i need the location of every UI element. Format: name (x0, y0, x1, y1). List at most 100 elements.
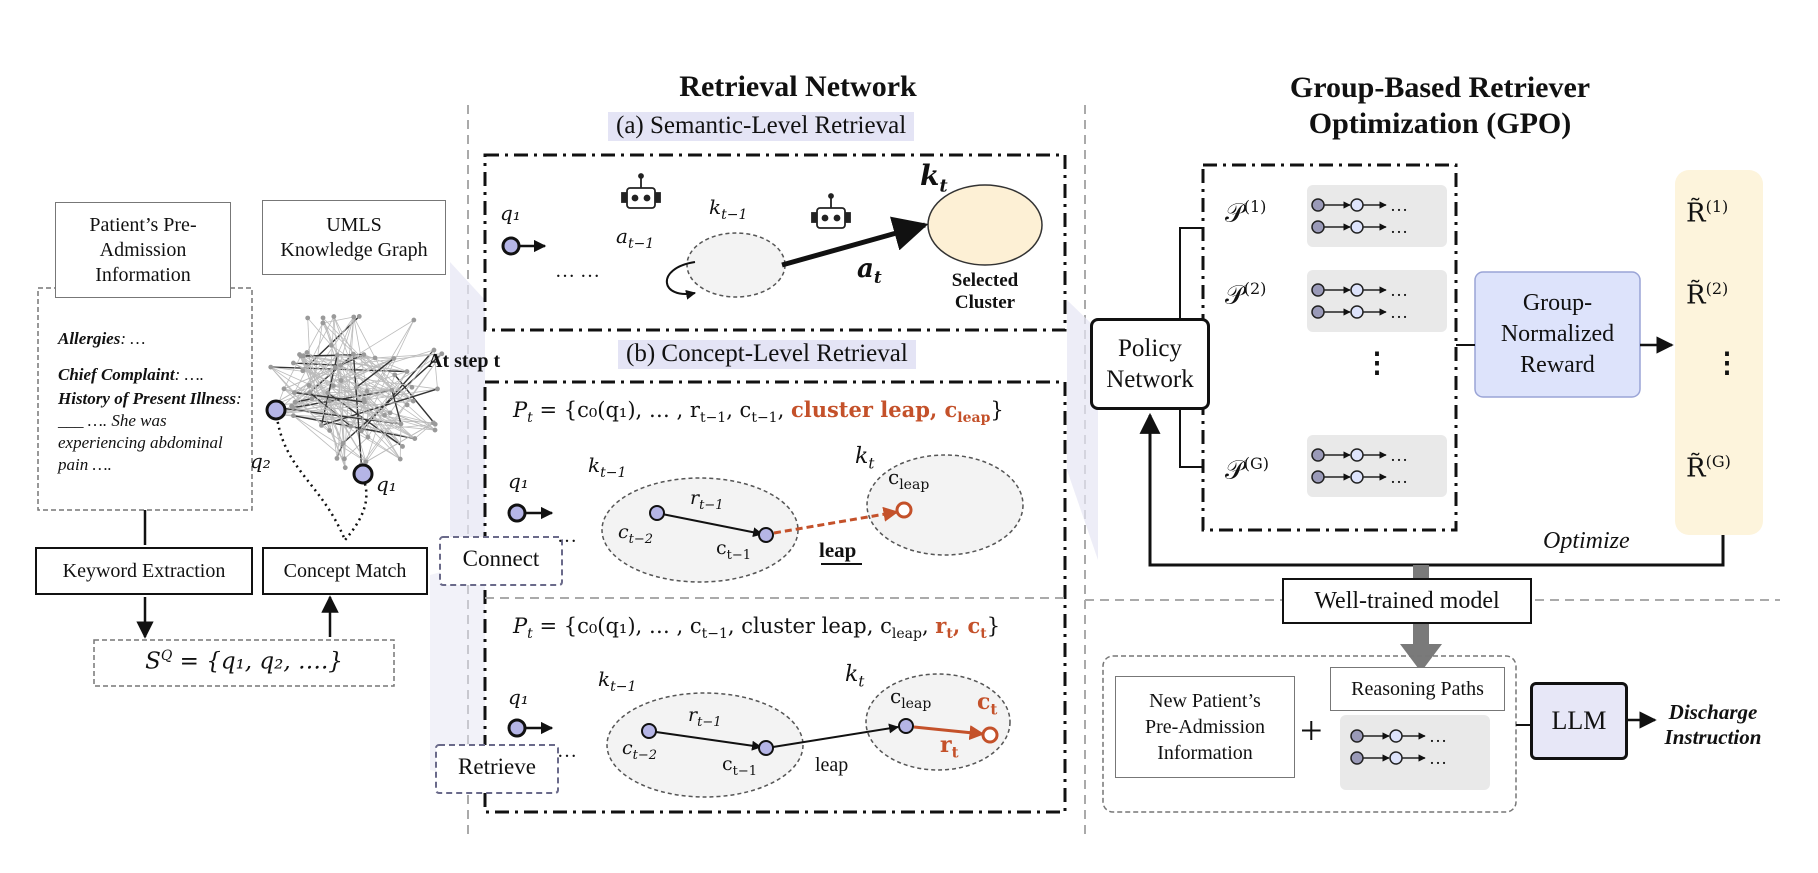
graph-node (398, 421, 404, 427)
path-node-icon (1389, 751, 1403, 765)
kg-box: UMLS Knowledge Graph (262, 200, 446, 275)
patient-record-text: Allergies: … Chief Complaint: …. History… (58, 329, 242, 475)
graph-edge (361, 371, 408, 432)
path-node-icon (1350, 470, 1364, 484)
graph-node (300, 368, 306, 374)
zoom-shade-left (450, 262, 485, 585)
graph-node (305, 315, 311, 321)
graph-edge (293, 362, 341, 367)
plus-sign: + (1300, 708, 1323, 753)
match-curve-q1 (344, 477, 368, 541)
graph-edge (356, 357, 395, 388)
path-ellipsis: … (1390, 195, 1408, 215)
c-leap-connect-label: cleap (888, 465, 930, 494)
graph-node (372, 355, 378, 361)
path-node-icon (1311, 470, 1325, 484)
graph-node (404, 369, 410, 374)
node-ct-2b (641, 723, 657, 739)
graph-edge (336, 355, 369, 438)
k-t-label: kt (920, 159, 948, 197)
gpo-title: Group-Based Retriever Optimization (GPO) (1289, 71, 1591, 140)
graph-node (297, 352, 302, 357)
leap-edge-2 (772, 723, 899, 748)
node-ct-1 (758, 527, 774, 543)
path-node-icon (1350, 198, 1364, 212)
r-prev-connect-label: rt−1 (690, 487, 724, 513)
path-node-icon (1350, 305, 1364, 319)
graph-edge (309, 392, 352, 427)
graph-node (391, 356, 397, 361)
loop-arrow (665, 261, 696, 300)
graph-edge (333, 316, 354, 355)
c-t-2-retrieve-label: ct−2 (622, 737, 658, 763)
graph-edge (334, 367, 401, 460)
graph-node (409, 384, 415, 390)
connect-label: Connect (462, 546, 540, 571)
graph-edge (270, 366, 322, 426)
graph-node (268, 364, 274, 370)
graph-node (363, 459, 369, 465)
graph-node (291, 413, 296, 419)
graph-node (304, 350, 310, 355)
graph-node (326, 398, 332, 404)
relation-edge-2 (648, 730, 762, 751)
graph-node (365, 434, 371, 440)
path-node-icon (1311, 283, 1325, 297)
retrieve-ellipsis: … (557, 740, 577, 762)
graph-edge (332, 316, 355, 386)
graph-edge (406, 404, 436, 431)
well-trained-box: Well-trained model (1282, 578, 1532, 624)
sq-label: SQ = {q₁, q₂, ….} (145, 648, 343, 675)
q1-label: q₁ (500, 201, 521, 225)
leap-bold-label: leap (819, 538, 857, 562)
graph-node (338, 378, 344, 383)
graph-edge (363, 354, 393, 391)
graph-edge (322, 316, 354, 324)
graph-node (410, 398, 416, 404)
path-ellipsis: … (1429, 726, 1447, 746)
relation-edge (656, 512, 763, 538)
match-curve-q2 (274, 409, 347, 541)
k-prev-retrieve-label: kt−1 (598, 667, 637, 696)
path-ellipsis: … (1390, 280, 1408, 300)
graph-node (411, 317, 417, 323)
graph-node (432, 421, 438, 427)
graph-edge (356, 386, 416, 439)
graph-node (404, 402, 410, 408)
cluster-next-connect (866, 454, 1024, 556)
group-reward-frame (1474, 271, 1641, 398)
inference-path-glyphs: …… (1350, 726, 1447, 768)
cluster-next-retrieve (865, 673, 1011, 771)
graph-node (320, 315, 326, 321)
graph-edge (294, 391, 365, 403)
path-ellipsis: … (1390, 467, 1408, 487)
graph-node (327, 428, 333, 433)
optimize-loop (1139, 412, 1725, 567)
leap-edge (773, 506, 899, 535)
graph-edge (274, 413, 434, 424)
graph-node (281, 386, 287, 392)
path-group-g (1307, 435, 1447, 497)
graph-edge (353, 353, 414, 402)
at-step-label: At step t (428, 350, 501, 372)
query-node-retrieve (507, 718, 527, 738)
node-cleap (895, 501, 913, 519)
gray-arrow-stem-1 (1413, 565, 1429, 580)
graph-edge (269, 389, 392, 407)
graph-edge (306, 352, 344, 444)
graph-node (338, 362, 343, 368)
graph-node (361, 352, 367, 357)
discharge-instruction-label: Discharge Instruction (1664, 700, 1762, 750)
graph-node (361, 396, 367, 402)
graph-edge (340, 319, 415, 366)
q2-graph-label: q₂ (250, 449, 271, 473)
graph-edge (309, 353, 354, 394)
graph-edge (337, 354, 376, 359)
rg-label: R̃(G) (1686, 452, 1731, 484)
patient-info-box: Patient’s Pre- Admission Information (55, 202, 231, 298)
graph-node (432, 427, 438, 433)
retrieval-network-title: Retrieval Network (679, 70, 917, 103)
graph-edge (336, 355, 342, 381)
graph-edge (306, 322, 324, 353)
